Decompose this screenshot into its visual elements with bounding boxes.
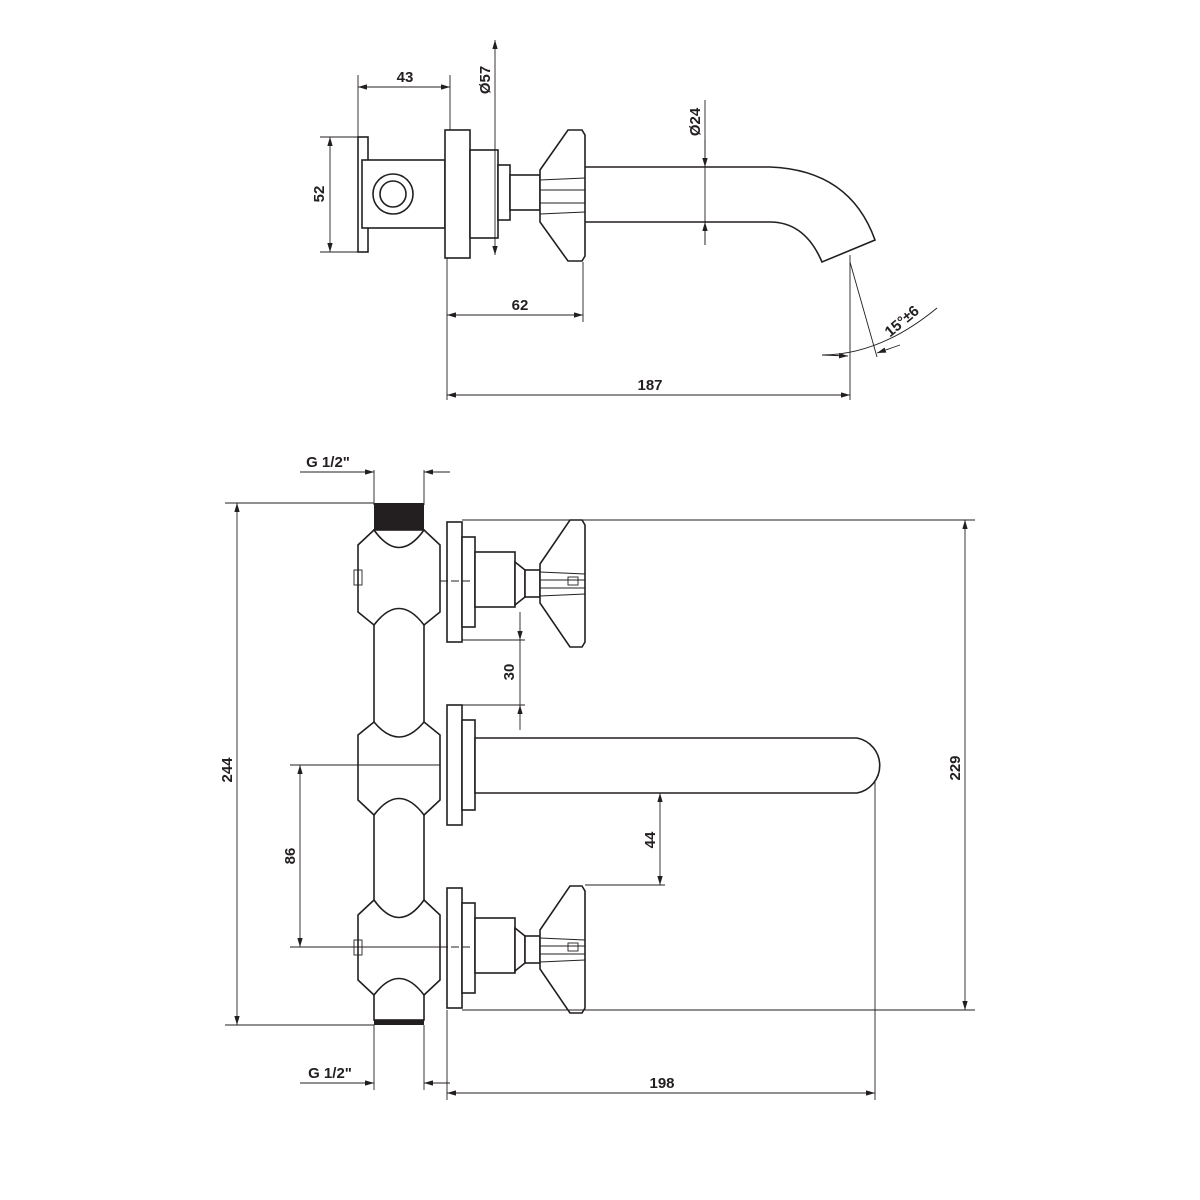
top-view: 43 Ø57 Ø24 52 62 187 15°±6 (311, 40, 938, 400)
dim-187: 187 (637, 377, 662, 394)
dim-198: 198 (649, 1075, 674, 1092)
dim-d24: Ø24 (687, 107, 704, 136)
dim-thread-bottom: G 1/2" (308, 1065, 352, 1082)
dim-thread-top: G 1/2" (306, 454, 350, 471)
dim-62: 62 (512, 297, 529, 314)
front-view: G 1/2" G 1/2" 244 30 86 44 229 198 (219, 454, 975, 1100)
dim-angle: 15°±6 (882, 302, 923, 340)
dim-30: 30 (501, 664, 518, 681)
dim-d57: Ø57 (477, 66, 494, 94)
dim-244: 244 (219, 757, 236, 783)
dim-86: 86 (282, 848, 299, 865)
thread-top (374, 503, 424, 533)
dim-52: 52 (311, 186, 328, 203)
dim-44: 44 (642, 831, 659, 848)
dim-43: 43 (397, 69, 414, 86)
dim-229: 229 (947, 755, 964, 780)
